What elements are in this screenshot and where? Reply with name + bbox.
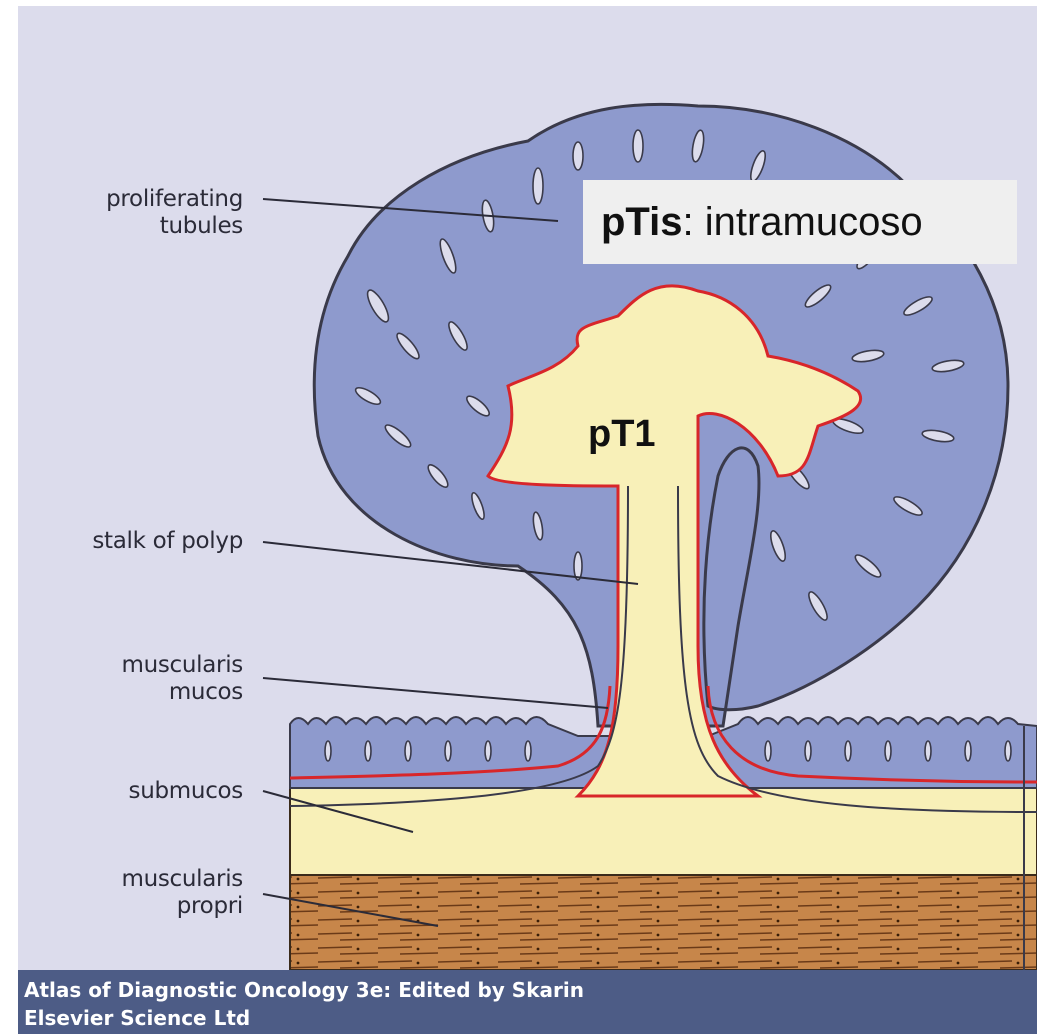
ptis-stage: pTis [601, 200, 683, 245]
label-muscularis-mucos: muscularis mucos [121, 652, 243, 706]
ptis-annotation: pTis: intramucoso [583, 180, 1017, 264]
label-submucos: submucos [129, 778, 243, 805]
ptis-description: : intramucoso [683, 200, 923, 245]
label-proliferating-tubules: proliferating tubules [106, 186, 243, 240]
pt1-annotation: pT1 [588, 413, 656, 456]
credit-line-2: Elsevier Science Ltd [24, 1004, 1037, 1032]
credit-bar: Atlas of Diagnostic Oncology 3e: Edited … [18, 970, 1037, 1034]
submucosa-layer [290, 788, 1037, 875]
label-muscularis-propri: muscularis propri [121, 866, 243, 920]
muscularis-propria-layer [290, 875, 1037, 970]
diagram-frame: proliferating tubules stalk of polyp mus… [18, 6, 1037, 1034]
credit-line-1: Atlas of Diagnostic Oncology 3e: Edited … [24, 976, 1037, 1004]
label-stalk-of-polyp: stalk of polyp [92, 528, 243, 555]
